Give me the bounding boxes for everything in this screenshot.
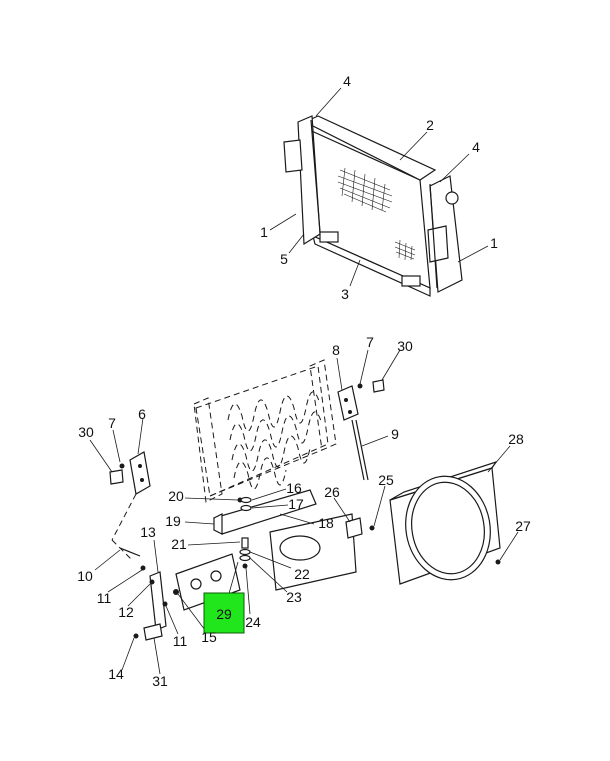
callout-7: 7 — [366, 334, 374, 350]
support-rod-9 — [351, 419, 365, 481]
bolt-25 — [369, 525, 375, 531]
mount-foot-left — [319, 231, 339, 243]
core-mesh-large — [337, 167, 393, 213]
callout-7: 7 — [108, 415, 116, 431]
callout-31: 31 — [152, 673, 168, 689]
callout-1: 1 — [260, 224, 268, 240]
lower-left-bracket — [119, 547, 241, 641]
fan-shroud — [389, 460, 501, 585]
callout-26: 26 — [324, 484, 340, 500]
nut-24 — [242, 563, 248, 569]
seal-left — [310, 119, 321, 233]
washer-17 — [240, 504, 252, 512]
nut-11a — [140, 565, 146, 571]
callout-11: 11 — [97, 590, 112, 606]
shroud-ring-inner — [411, 481, 485, 575]
crossmember-cutout — [279, 535, 321, 561]
washer-12 — [149, 579, 155, 585]
mount-foot-right — [401, 275, 421, 287]
radiator-phantom-right-side — [309, 359, 337, 451]
upper-left-bracket — [109, 451, 151, 561]
callout-29-highlight[interactable] — [203, 592, 245, 634]
callout-18: 18 — [318, 515, 334, 531]
core-mesh-small — [394, 239, 416, 261]
right-bracket — [427, 225, 449, 263]
callout-9: 9 — [391, 426, 399, 442]
callout-3: 3 — [341, 286, 349, 302]
bracket-26 — [345, 517, 363, 539]
filler-neck — [445, 191, 459, 205]
callout-16: 16 — [286, 480, 302, 496]
radiator-core-assembly — [283, 115, 463, 297]
washer-22 — [239, 548, 251, 556]
callout-21: 21 — [171, 536, 187, 552]
callout-4: 4 — [343, 73, 351, 89]
callout-30: 30 — [78, 424, 94, 440]
washer-16 — [240, 496, 252, 504]
callout-4: 4 — [472, 139, 480, 155]
radiator-phantom-assembly — [193, 359, 337, 503]
bolt-10 — [119, 547, 141, 557]
callout-15: 15 — [201, 629, 217, 645]
insulator-30b — [109, 469, 124, 485]
callout-13: 13 — [140, 524, 156, 540]
nut-11b — [162, 601, 168, 607]
bolt-14 — [133, 633, 139, 639]
phantom-bottom-edge — [209, 449, 323, 497]
callout-25: 25 — [378, 472, 394, 488]
radiator-bottom-tank — [312, 234, 431, 297]
callout-14: 14 — [108, 666, 124, 682]
callout-6: 6 — [138, 406, 146, 422]
callout-12: 12 — [118, 604, 134, 620]
radiator-phantom-fins — [227, 391, 323, 490]
bracket-31 — [143, 623, 163, 641]
callout-30: 30 — [397, 338, 413, 354]
callout-labels: 4 2 4 1 1 5 3 8 7 30 9 7 6 30 28 20 16 1… — [77, 73, 531, 689]
left-bracket — [283, 139, 303, 173]
upper-right-bracket — [337, 379, 385, 481]
bushing-21 — [241, 537, 249, 549]
callout-1: 1 — [490, 235, 498, 251]
radiator-phantom-outline — [195, 365, 329, 497]
callout-17: 17 — [288, 496, 304, 512]
insulator-30a — [372, 379, 385, 393]
radiator-top-tank — [303, 115, 437, 181]
callout-19: 19 — [165, 513, 181, 529]
radiator-phantom-left-side — [193, 397, 223, 503]
leader-lines — [89, 87, 519, 675]
bolt-15 — [173, 589, 179, 595]
seal-right — [429, 183, 438, 289]
callout-24: 24 — [245, 614, 261, 630]
callout-23: 23 — [286, 589, 302, 605]
callout-10: 10 — [77, 568, 93, 584]
callout-29[interactable]: 29 — [216, 606, 232, 622]
washer-23 — [239, 554, 251, 562]
callout-28: 28 — [508, 431, 524, 447]
callout-2: 2 — [426, 117, 434, 133]
callout-20: 20 — [168, 488, 184, 504]
bracket-6 — [129, 451, 151, 495]
bracket-8 — [337, 385, 359, 421]
lower-support — [213, 489, 375, 591]
crossmember — [269, 513, 357, 591]
callout-8: 8 — [332, 342, 340, 358]
callout-11: 11 — [173, 633, 188, 649]
support-bar-19 — [213, 513, 223, 535]
bolt-7b — [119, 463, 125, 469]
callout-27: 27 — [515, 518, 531, 534]
shroud-ring-outer — [405, 475, 491, 581]
callout-22: 22 — [294, 566, 310, 582]
callout-5: 5 — [280, 251, 288, 267]
screw-27 — [495, 559, 501, 565]
arm-13 — [149, 571, 167, 631]
bolt-7a — [357, 383, 363, 389]
